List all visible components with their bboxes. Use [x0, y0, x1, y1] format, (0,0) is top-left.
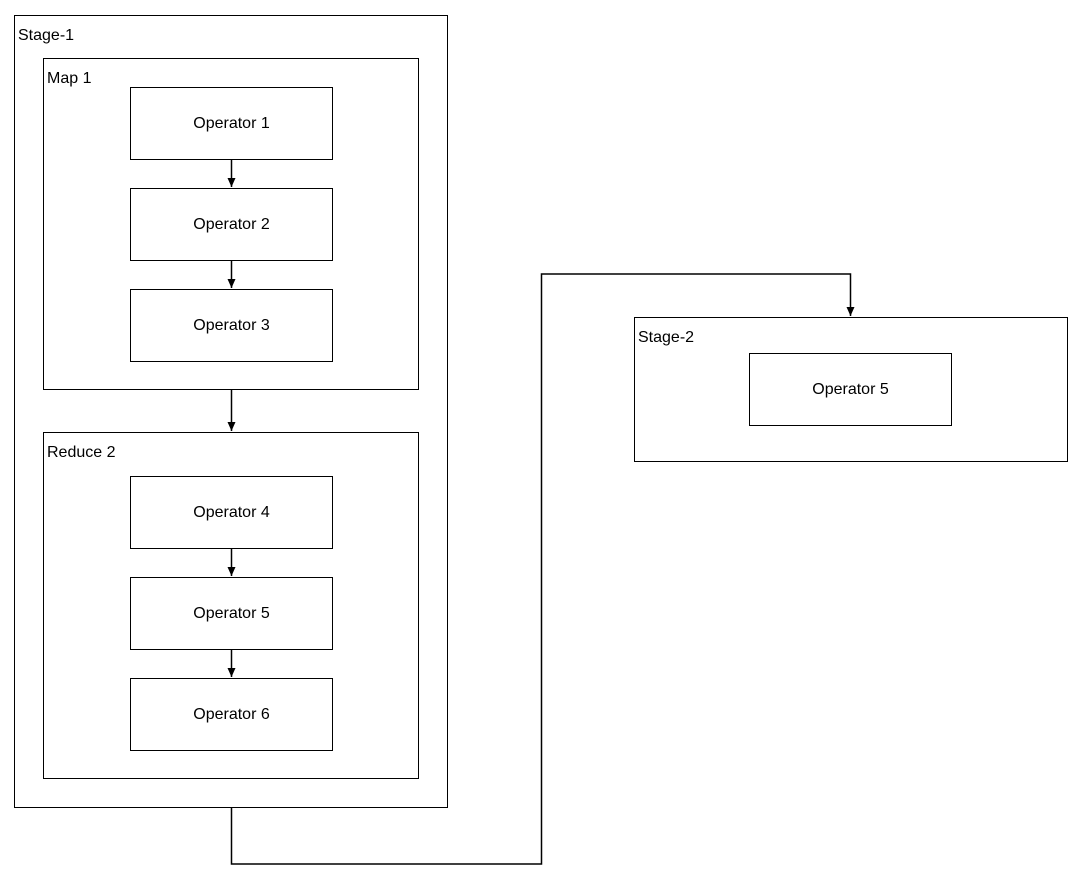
stage-1-label: Stage-1: [18, 27, 75, 44]
stage-2-operator-5-label: Operator 5: [812, 380, 889, 398]
stage-2-label: Stage-2: [638, 329, 695, 346]
operator-6-label: Operator 6: [193, 705, 270, 723]
map-1-label: Map 1: [47, 70, 92, 87]
operator-1-label: Operator 1: [193, 114, 270, 132]
reduce-2-label: Reduce 2: [47, 444, 116, 461]
operator-5-label: Operator 5: [193, 604, 270, 622]
operator-2-label: Operator 2: [193, 215, 270, 233]
operator-3-box[interactable]: Operator 3: [130, 289, 333, 362]
reduce-2-container: Reduce 2: [43, 432, 419, 779]
stage-2-container: Stage-2: [634, 317, 1068, 462]
stage-2-operator-5-box[interactable]: Operator 5: [749, 353, 952, 426]
map-1-container: Map 1: [43, 58, 419, 390]
operator-2-box[interactable]: Operator 2: [130, 188, 333, 261]
operator-4-box[interactable]: Operator 4: [130, 476, 333, 549]
operator-4-label: Operator 4: [193, 503, 270, 521]
operator-5-box[interactable]: Operator 5: [130, 577, 333, 650]
operator-6-box[interactable]: Operator 6: [130, 678, 333, 751]
operator-3-label: Operator 3: [193, 316, 270, 334]
arrow-stage-1-to-stage-2: [230, 273, 855, 865]
operator-1-box[interactable]: Operator 1: [130, 87, 333, 160]
stage-1-container: Stage-1: [14, 15, 448, 808]
